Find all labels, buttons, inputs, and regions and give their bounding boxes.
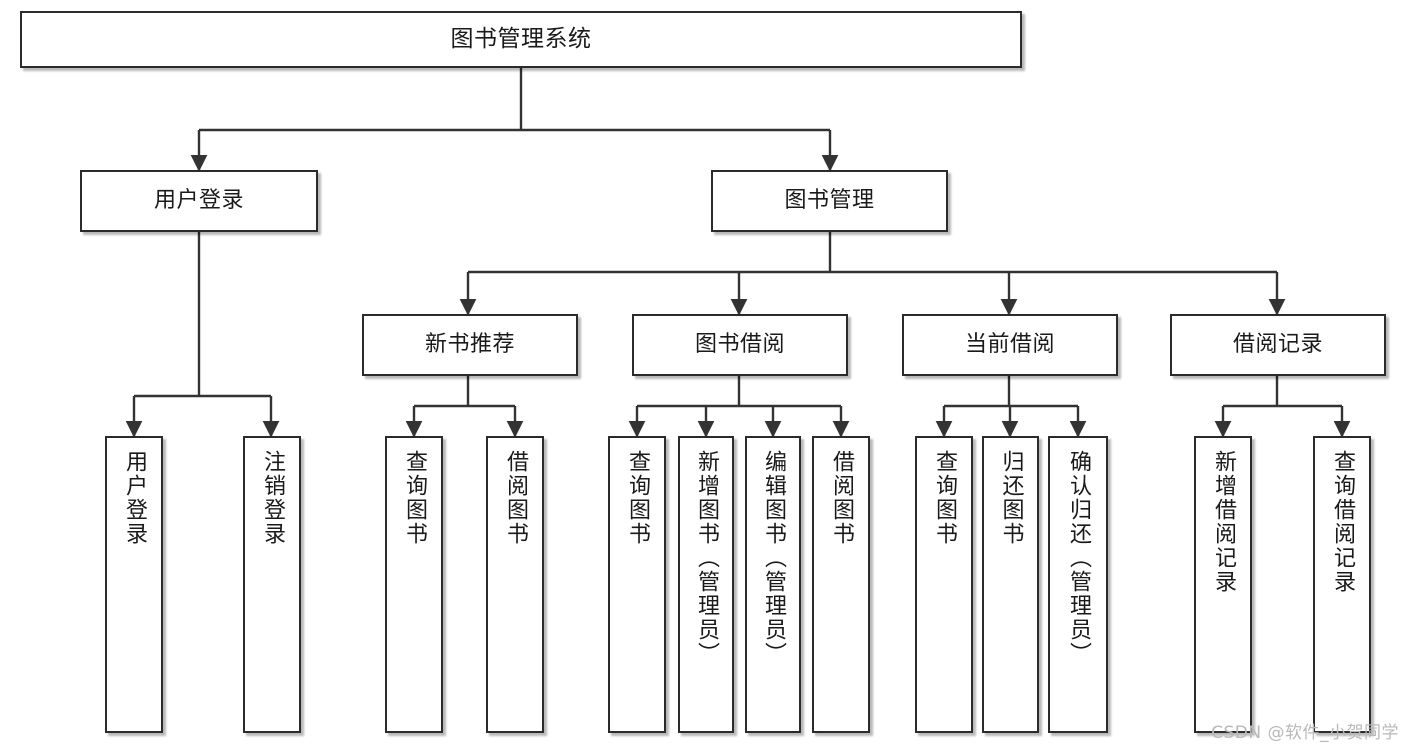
node-label: 查询借阅记录 — [1329, 450, 1355, 594]
node-leaf-brw-add[interactable]: 新增图书（管理员） — [678, 436, 734, 733]
node-label: 查询图书 — [624, 450, 650, 546]
node-label: 用户登录 — [153, 188, 244, 214]
node-label: 注销登录 — [259, 450, 285, 546]
node-label: 编辑图书（管理员） — [760, 450, 786, 666]
node-leaf-user-login[interactable]: 用户登录 — [105, 436, 163, 733]
node-borrow-record[interactable]: 借阅记录 — [1170, 314, 1386, 376]
node-leaf-brw-query[interactable]: 查询图书 — [608, 436, 666, 733]
node-label: 归还图书 — [998, 450, 1024, 546]
node-current-borrow[interactable]: 当前借阅 — [902, 314, 1118, 376]
node-user-login[interactable]: 用户登录 — [80, 170, 318, 232]
node-leaf-rec-add[interactable]: 新增借阅记录 — [1194, 436, 1252, 733]
node-label: 图书管理系统 — [450, 25, 592, 52]
node-label: 新书推荐 — [424, 332, 515, 358]
edge-paths — [125, 68, 1351, 438]
node-label: 当前借阅 — [964, 332, 1055, 358]
watermark: CSDN @软件_小贺同学 — [1211, 723, 1399, 743]
node-leaf-rec-search[interactable]: 查询借阅记录 — [1313, 436, 1371, 733]
node-leaf-rec-query[interactable]: 查询图书 — [385, 436, 443, 733]
node-label: 查询图书 — [931, 450, 957, 546]
node-label: 查询图书 — [401, 450, 427, 546]
node-label: 借阅图书 — [502, 450, 528, 546]
node-label: 借阅图书 — [828, 450, 854, 546]
node-leaf-brw-borrow[interactable]: 借阅图书 — [812, 436, 870, 733]
node-label: 借阅记录 — [1232, 332, 1323, 358]
node-leaf-cur-query[interactable]: 查询图书 — [915, 436, 973, 733]
node-leaf-rec-borrow[interactable]: 借阅图书 — [486, 436, 544, 733]
node-book-borrow[interactable]: 图书借阅 — [632, 314, 848, 376]
node-root[interactable]: 图书管理系统 — [20, 11, 1022, 68]
node-leaf-cur-return[interactable]: 归还图书 — [982, 436, 1039, 733]
node-new-book-rec[interactable]: 新书推荐 — [362, 314, 578, 376]
node-book-manage[interactable]: 图书管理 — [711, 170, 948, 232]
node-label: 确认归还（管理员） — [1065, 450, 1091, 666]
node-label: 图书借阅 — [694, 332, 785, 358]
node-leaf-cur-confirm[interactable]: 确认归还（管理员） — [1048, 436, 1108, 733]
node-leaf-brw-edit[interactable]: 编辑图书（管理员） — [745, 436, 801, 733]
node-label: 用户登录 — [121, 450, 147, 546]
node-leaf-user-logout[interactable]: 注销登录 — [243, 436, 301, 733]
node-label: 新增借阅记录 — [1210, 450, 1236, 594]
node-label: 图书管理 — [784, 188, 875, 214]
node-label: 新增图书（管理员） — [693, 450, 719, 666]
